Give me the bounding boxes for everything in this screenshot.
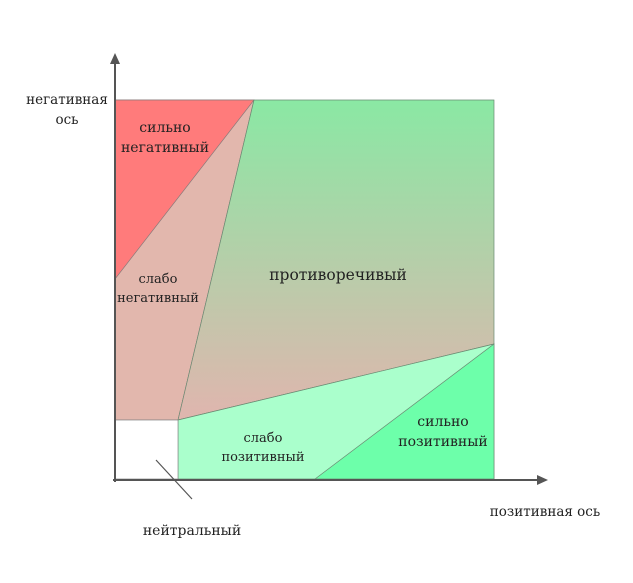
region-neutral <box>114 419 179 480</box>
label-strongly-negative-1: сильно <box>139 120 190 136</box>
label-neutral: нейтральный <box>143 523 241 539</box>
label-weakly-negative-1: слабо <box>139 272 178 287</box>
x-axis-label: позитивная ось <box>490 504 600 520</box>
neutral-leader-line <box>155 459 193 500</box>
label-weakly-positive-1: слабо <box>244 431 283 446</box>
label-weakly-positive-2: позитивный <box>221 450 304 465</box>
y-axis-label-line-2: ось <box>55 112 78 128</box>
label-strongly-positive-2: позитивный <box>398 434 488 450</box>
label-strongly-positive-1: сильно <box>417 414 468 430</box>
label-strongly-negative-2: негативный <box>121 140 209 156</box>
label-weakly-negative-2: негативный <box>117 291 199 306</box>
y-axis-label-line-1: негативная <box>26 92 108 108</box>
label-contradictory: противоречивый <box>269 266 407 284</box>
